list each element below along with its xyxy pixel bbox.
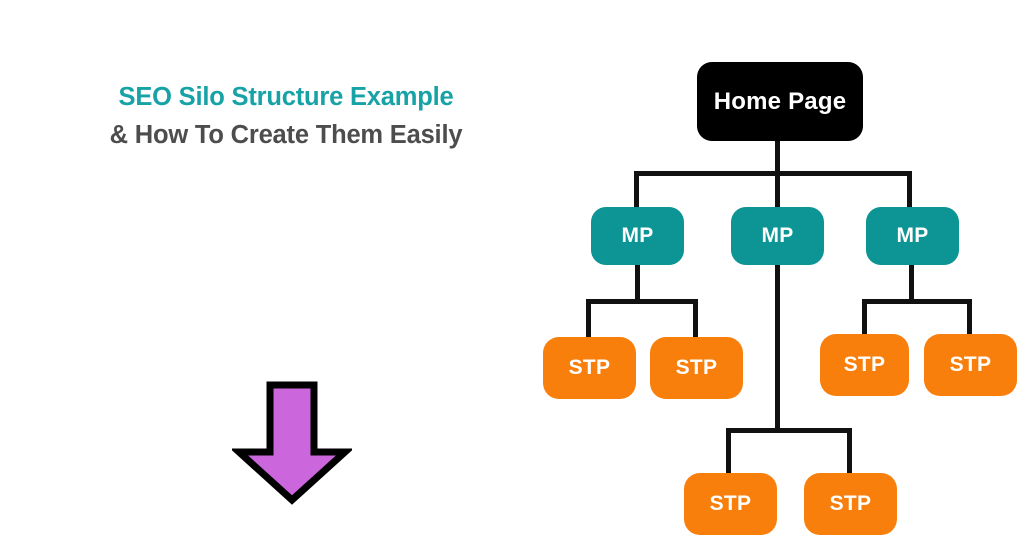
- down-arrow-icon: [232, 380, 352, 505]
- node-stp-2-1[interactable]: STP: [684, 473, 777, 535]
- connector-mp3-drop-b: [967, 299, 972, 339]
- connector-mp-drop-middle: [775, 171, 780, 211]
- connector-mp-drop-right: [907, 171, 912, 211]
- connector-mp3-stem: [909, 262, 914, 302]
- connector-mp2-drop-a: [726, 428, 731, 476]
- connector-mp3-bus: [862, 299, 972, 304]
- title-line-primary: SEO Silo Structure Example: [118, 83, 454, 111]
- page-title: SEO Silo Structure Example & How To Crea…: [0, 82, 572, 150]
- node-stp-1-1[interactable]: STP: [543, 337, 636, 399]
- connector-mp1-bus: [586, 299, 698, 304]
- node-stp-3-1[interactable]: STP: [820, 334, 909, 396]
- node-stp-2-2[interactable]: STP: [804, 473, 897, 535]
- node-mp-3[interactable]: MP: [866, 207, 959, 265]
- title-line-secondary: & How To Create Them Easily: [109, 121, 463, 149]
- connector-mp-bus: [634, 171, 912, 176]
- connector-home-stem: [775, 139, 780, 175]
- connector-mp-drop-left: [634, 171, 639, 211]
- node-stp-1-2[interactable]: STP: [650, 337, 743, 399]
- connector-mp2-drop-b: [847, 428, 852, 476]
- connector-mp1-drop-a: [586, 299, 591, 341]
- node-stp-3-2[interactable]: STP: [924, 334, 1017, 396]
- connector-mp2-stem: [775, 262, 780, 432]
- connector-mp1-stem: [635, 262, 640, 302]
- node-home-page[interactable]: Home Page: [697, 62, 863, 141]
- connector-mp3-drop-a: [862, 299, 867, 339]
- connector-mp2-bus: [726, 428, 852, 433]
- node-mp-1[interactable]: MP: [591, 207, 684, 265]
- connector-mp1-drop-b: [693, 299, 698, 341]
- node-mp-2[interactable]: MP: [731, 207, 824, 265]
